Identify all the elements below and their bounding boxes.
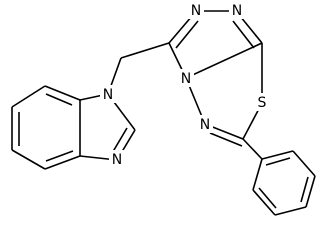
bond-triazole-c3-n2-double — [175, 20, 199, 49]
bond-bz-double-1 — [45, 93, 73, 106]
bond-ph-double-3 — [258, 187, 277, 209]
atom-label-n: N — [112, 152, 122, 168]
bond-bz-5 — [44, 155, 81, 170]
atom-label-n: N — [103, 87, 113, 103]
bond-ph-double-1 — [265, 157, 291, 166]
atom-label-s: S — [258, 95, 267, 111]
bond-c6-phenyl — [242, 138, 263, 160]
bond-ph-1 — [261, 150, 294, 160]
atom-n-triazole-top-left: N — [188, 1, 204, 19]
atom-s-thiadiazole: S — [254, 93, 270, 111]
atom-n-benzimidazole-3: N — [109, 150, 125, 168]
bond-triazole-n1-c7a-double — [232, 20, 255, 49]
bond-triazole-c3-n2 — [168, 15, 193, 44]
atom-label-n: N — [232, 3, 242, 19]
atom-n-thiadiazole: N — [197, 115, 213, 133]
atom-n-benzimidazole-1: N — [100, 85, 116, 103]
bond-ph-2 — [292, 150, 316, 177]
chemical-structure-diagram: N N N N N N S — [11, 1, 316, 216]
bond-bz-1 — [44, 85, 81, 101]
bond-c3-ch2 — [120, 42, 170, 59]
bond-n5-c6-double — [209, 132, 243, 147]
bond-ph-6 — [252, 158, 263, 191]
bond-ph-5 — [252, 189, 276, 216]
bond-bz-4 — [11, 149, 46, 170]
atom-n-triazole-top-right: N — [229, 1, 245, 19]
atom-label-n: N — [191, 3, 201, 19]
bond-ph-4 — [274, 206, 307, 216]
atom-label-n: N — [181, 71, 191, 87]
atom-label-n: N — [200, 117, 210, 133]
bond-ph-3 — [305, 175, 316, 208]
atom-n-bridgehead: N — [178, 69, 194, 87]
bond-triazole-c7a-n4 — [185, 42, 263, 79]
bond-bz-double-3 — [45, 150, 74, 162]
bonds — [11, 10, 316, 216]
bond-ph-double-2 — [300, 176, 309, 203]
bond-triazole-n1-c7a — [239, 15, 263, 44]
bond-bz-2 — [11, 85, 46, 108]
atom-labels: N N N N N N S — [100, 1, 270, 168]
